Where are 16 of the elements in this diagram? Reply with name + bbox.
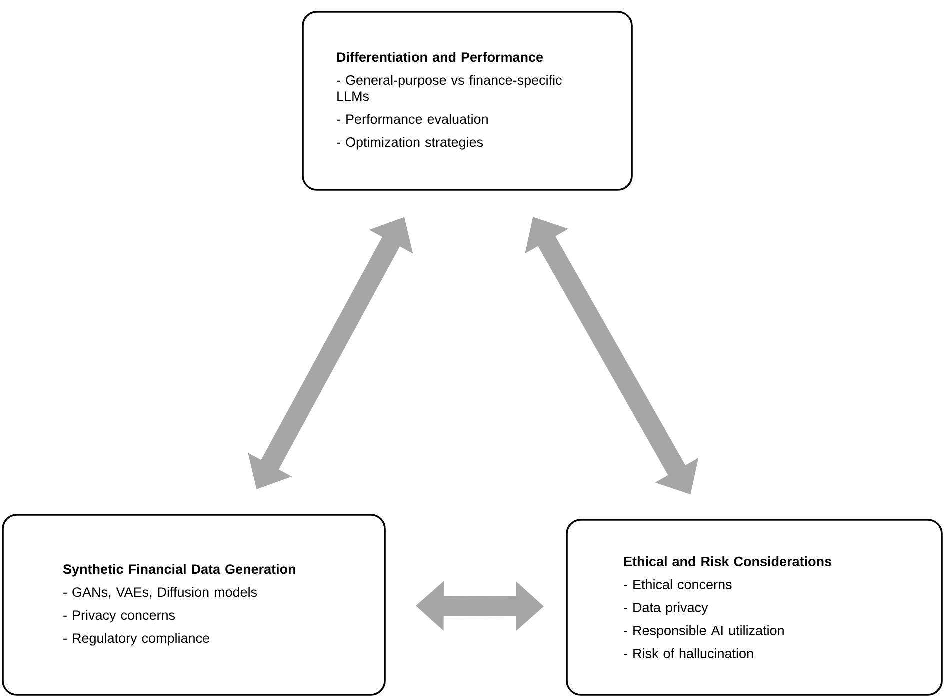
bullet-item: - GANs, VAEs, Diffusion models [64, 587, 258, 599]
bullet-item: - Data privacy [624, 602, 708, 616]
bullet-item: - Regulatory compliance [64, 633, 210, 646]
bullet-item: - Performance evaluation [337, 114, 488, 124]
bullet-item: - Responsible AI utilization [624, 626, 784, 638]
topic-box [566, 519, 943, 696]
box-heading: Ethical and Risk Considerations [624, 556, 832, 566]
bullet-item: - General-purpose vs finance-specific LLMs [337, 75, 562, 102]
bullet-item: - Optimization strategies [337, 137, 484, 150]
bullet-item: - Privacy concerns [64, 610, 176, 623]
box-heading: Synthetic Financial Data Generation [63, 564, 296, 577]
box-heading: Differentiation and Performance [337, 52, 544, 62]
bullet-item: - Risk of hallucination [624, 648, 754, 658]
topic-box [302, 11, 633, 191]
bullet-item: - Ethical concerns [624, 580, 732, 590]
topic-box [2, 514, 386, 696]
